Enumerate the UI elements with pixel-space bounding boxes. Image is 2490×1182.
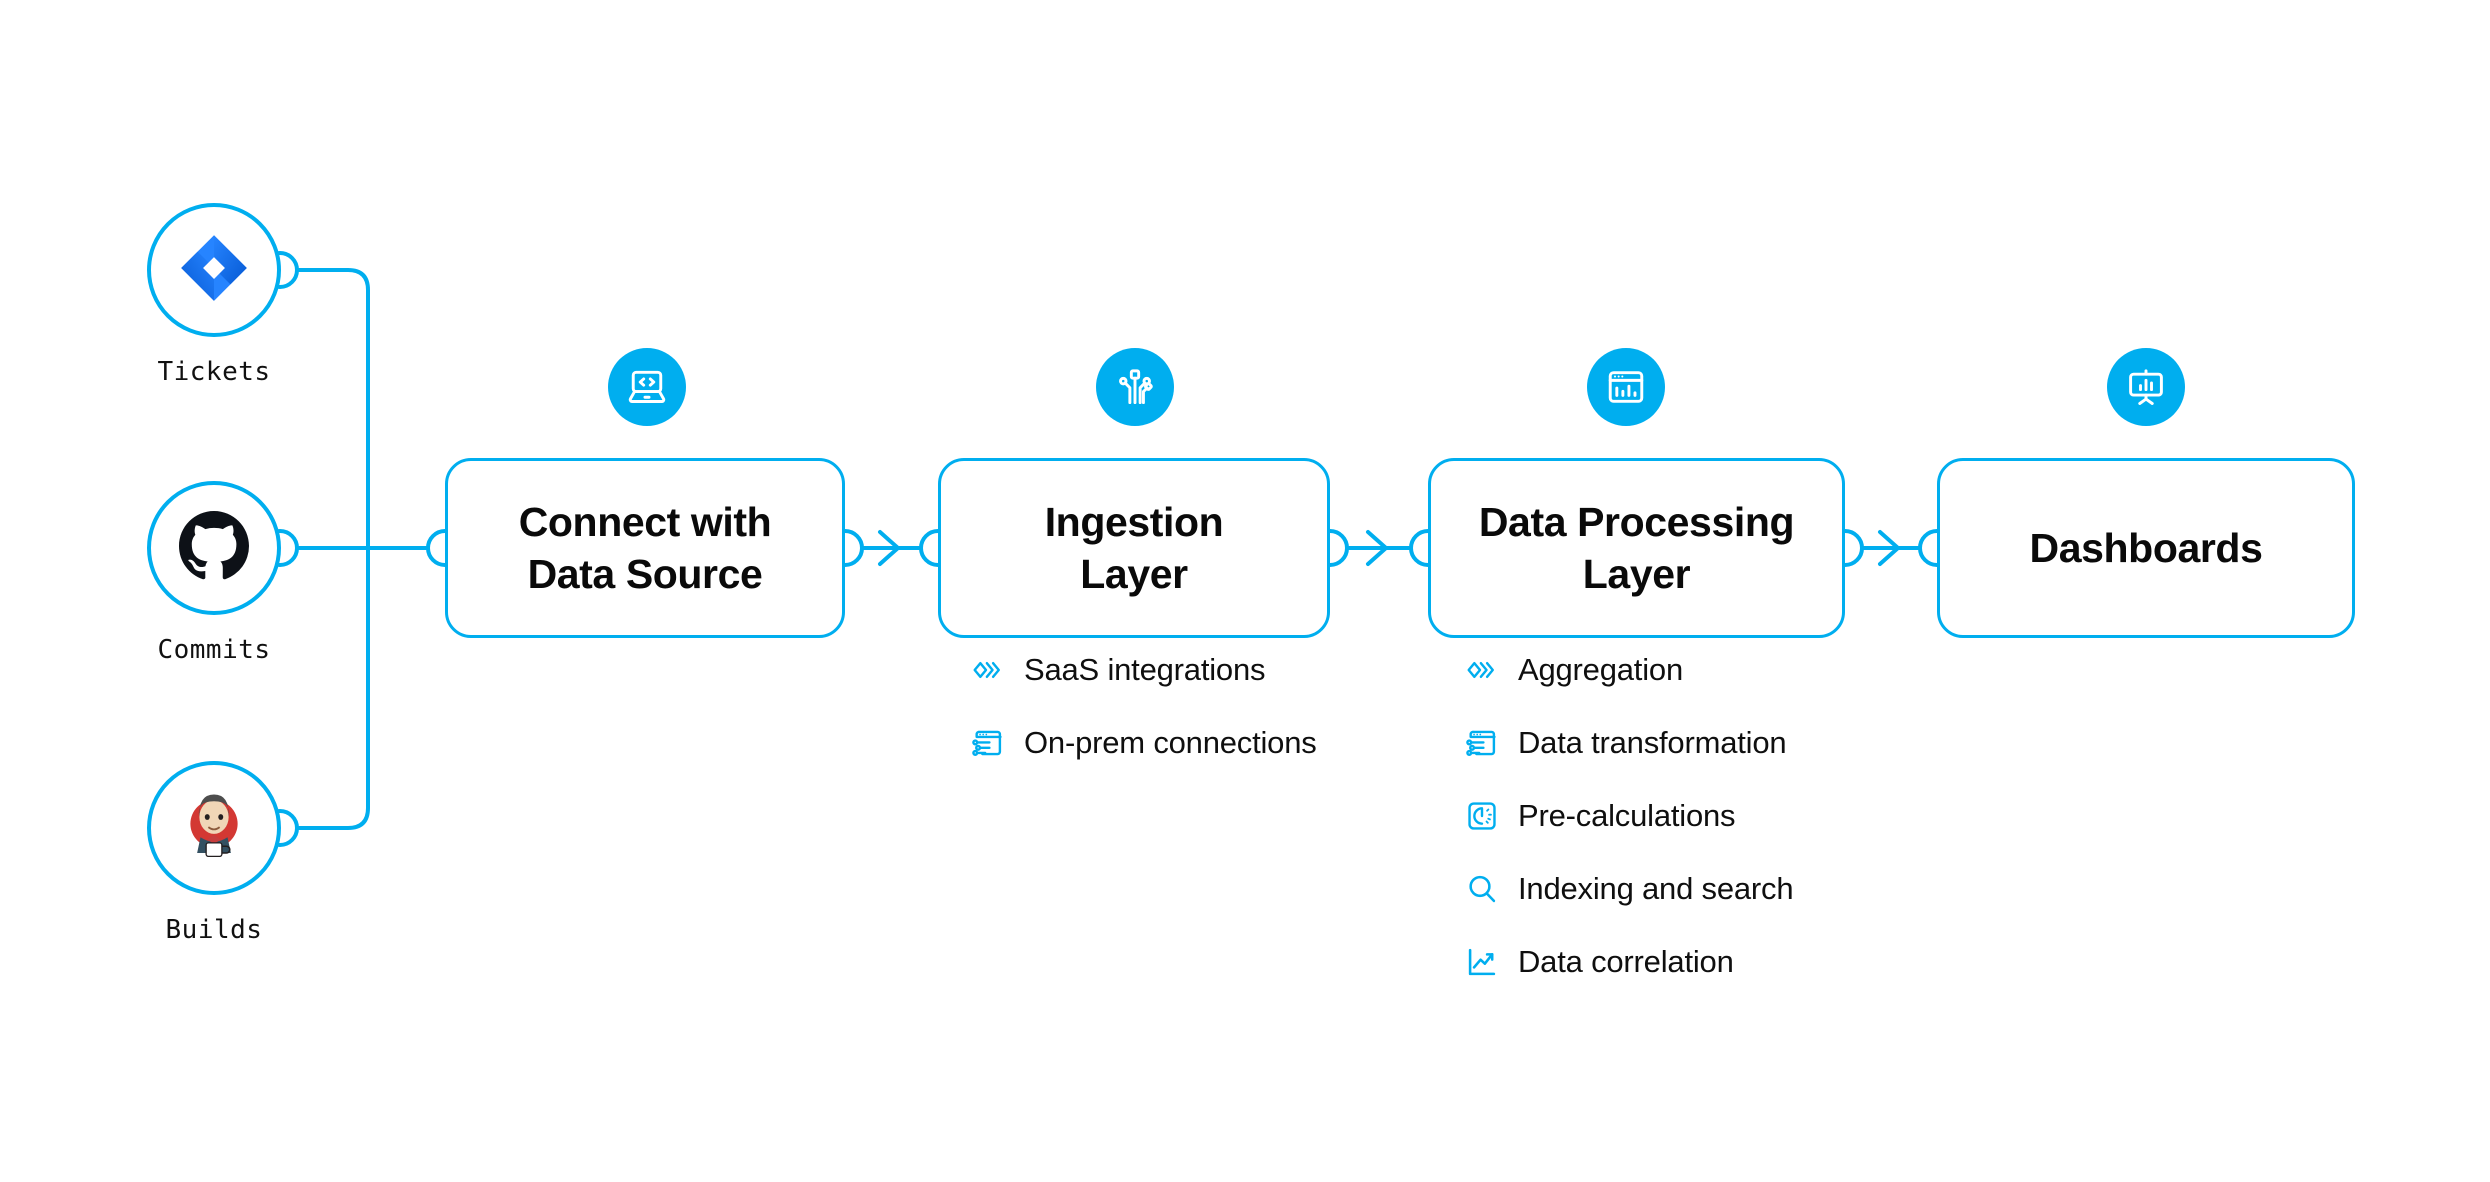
stage-title-3-line1: Data Processing (1478, 498, 1795, 545)
source-label-commits: Commits (157, 635, 271, 665)
feature-label: On-prem connections (1024, 724, 1317, 760)
feature-label: SaaS integrations (1024, 651, 1266, 687)
stage-title-1-line1: Connect with (518, 498, 772, 545)
magnifier-icon (1462, 869, 1502, 909)
source-circle-builds (147, 761, 281, 895)
source-node-commits[interactable]: Commits (144, 481, 284, 665)
stage-title-2-line1: Ingestion (1044, 498, 1224, 545)
jira-icon (179, 233, 249, 308)
stage-title-1: Connect with Data Source (503, 496, 788, 601)
source-node-tickets[interactable]: Tickets (144, 203, 284, 387)
feature-list-data-processing-layer: Aggregation Data transformation (1462, 633, 1794, 998)
arrow-head-1-2 (878, 530, 900, 566)
feature-label: Pre-calculations (1518, 797, 1736, 833)
line-chart-icon (1462, 942, 1502, 982)
window-sliders-icon (1462, 723, 1502, 763)
jenkins-icon (178, 790, 250, 867)
feature-item[interactable]: Data correlation (1462, 925, 1793, 998)
feature-label: Data transformation (1518, 724, 1787, 760)
source-node-builds[interactable]: Builds (144, 761, 284, 945)
wire-tickets (296, 268, 370, 550)
feature-label: Aggregation (1518, 651, 1683, 687)
stage-title-3-line2: Layer (1582, 551, 1691, 597)
stage-title-4-line1: Dashboards (2029, 524, 2263, 571)
github-icon (179, 510, 249, 586)
feature-list-ingestion-layer: SaaS integrations On-prem conne (968, 633, 1317, 779)
source-circle-tickets (147, 203, 281, 337)
stage-title-2: Ingestion Layer (1029, 496, 1240, 601)
stage-box-dashboards[interactable]: Dashboards (1937, 458, 2355, 638)
arrow-head-3-4 (1878, 530, 1900, 566)
gauge-square-icon (1462, 796, 1502, 836)
feature-item[interactable]: Indexing and search (1462, 852, 1794, 925)
badge-circuit-nodes-icon (1096, 348, 1174, 426)
stage-title-1-line2: Data Source (527, 551, 763, 597)
feature-item[interactable]: Pre-calculations (1462, 779, 1793, 852)
wire-builds (296, 546, 370, 830)
window-sliders-icon (968, 723, 1008, 763)
stage-title-2-line2: Layer (1080, 551, 1188, 597)
source-circle-commits (147, 481, 281, 615)
stage-box-ingestion-layer[interactable]: Ingestion Layer (938, 458, 1330, 638)
badge-laptop-code-icon (608, 348, 686, 426)
stacked-chevrons-icon (1462, 650, 1502, 690)
feature-item[interactable]: Aggregation (1462, 633, 1793, 706)
badge-presentation-chart-icon (2107, 348, 2185, 426)
stacked-chevrons-icon (968, 650, 1008, 690)
stage-title-3: Data Processing Layer (1463, 496, 1810, 601)
stage-box-connect-with-data-source[interactable]: Connect with Data Source (445, 458, 845, 638)
feature-item[interactable]: SaaS integrations (968, 633, 1317, 706)
feature-label: Indexing and search (1518, 870, 1794, 906)
feature-label: Data correlation (1518, 943, 1734, 979)
feature-item[interactable]: Data transformation (1462, 706, 1793, 779)
stage-title-4: Dashboards (2014, 522, 2279, 574)
feature-item[interactable]: On-prem connections (968, 706, 1317, 779)
badge-window-bars-icon (1587, 348, 1665, 426)
source-label-builds: Builds (165, 915, 263, 945)
arrow-head-2-3 (1366, 530, 1388, 566)
source-label-tickets: Tickets (157, 357, 271, 387)
stage-box-data-processing-layer[interactable]: Data Processing Layer (1428, 458, 1845, 638)
